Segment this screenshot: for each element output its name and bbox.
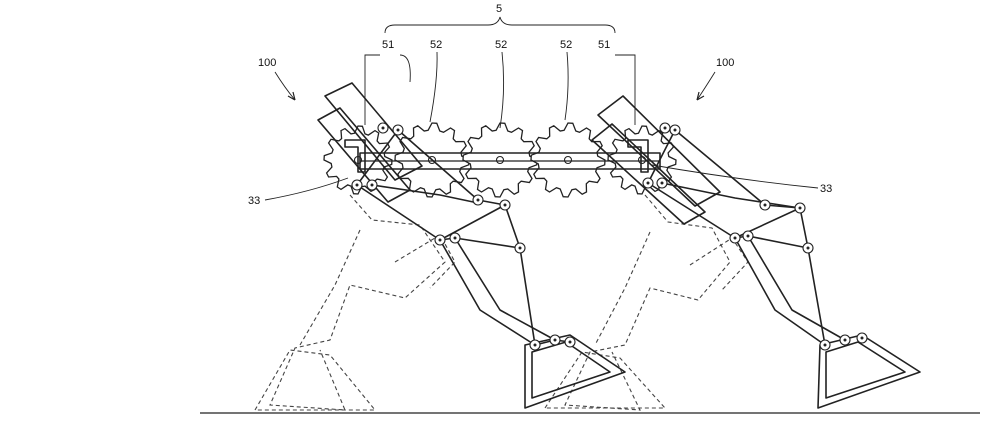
group-bracket — [384, 16, 616, 34]
joint-pin-center — [646, 181, 650, 185]
label-end-gear-left: 51 — [382, 39, 394, 51]
joint-pin-center — [381, 126, 385, 130]
joint-pin-center — [663, 126, 667, 130]
joint-pin-center — [568, 340, 572, 344]
joint-pin-center — [660, 181, 664, 185]
joint-pin-center — [453, 236, 457, 240]
mid-gear-3-axle — [563, 155, 573, 165]
joint-pin-center — [518, 246, 522, 250]
gear-train — [323, 122, 677, 198]
joint-pin-center — [733, 236, 737, 240]
joint-pin-center — [355, 183, 359, 187]
joint-pins — [351, 122, 868, 351]
label-mid-gear-3: 52 — [560, 39, 572, 51]
joint-pin-center — [673, 128, 677, 132]
joint-pin-center — [503, 203, 507, 207]
label-robot-left: 100 — [258, 57, 276, 69]
joint-pin-center — [763, 203, 767, 207]
label-joint-right: 33 — [820, 183, 832, 195]
label-mid-gear-1: 52 — [430, 39, 442, 51]
joint-pin-center — [860, 336, 864, 340]
mid-gear-2-axle — [495, 155, 505, 165]
joint-pin-center — [798, 206, 802, 210]
joint-pin-center — [476, 198, 480, 202]
label-mid-gear-2: 52 — [495, 39, 507, 51]
joint-pin-center — [370, 183, 374, 187]
joint-pin-center — [806, 246, 810, 250]
joint-pin-center — [553, 338, 557, 342]
label-group: 5 — [496, 3, 502, 15]
ghost-legs-left — [254, 194, 456, 411]
joint-pin-center — [438, 238, 442, 242]
joint-pin-center — [396, 128, 400, 132]
ghost-legs-right — [543, 194, 749, 411]
joint-pin-center — [843, 338, 847, 342]
joint-pin-center — [746, 234, 750, 238]
label-joint-left: 33 — [248, 195, 260, 207]
joint-pin-center — [533, 343, 537, 347]
joint-pin-center — [823, 343, 827, 347]
label-end-gear-right: 51 — [598, 39, 610, 51]
label-robot-right: 100 — [716, 57, 734, 69]
